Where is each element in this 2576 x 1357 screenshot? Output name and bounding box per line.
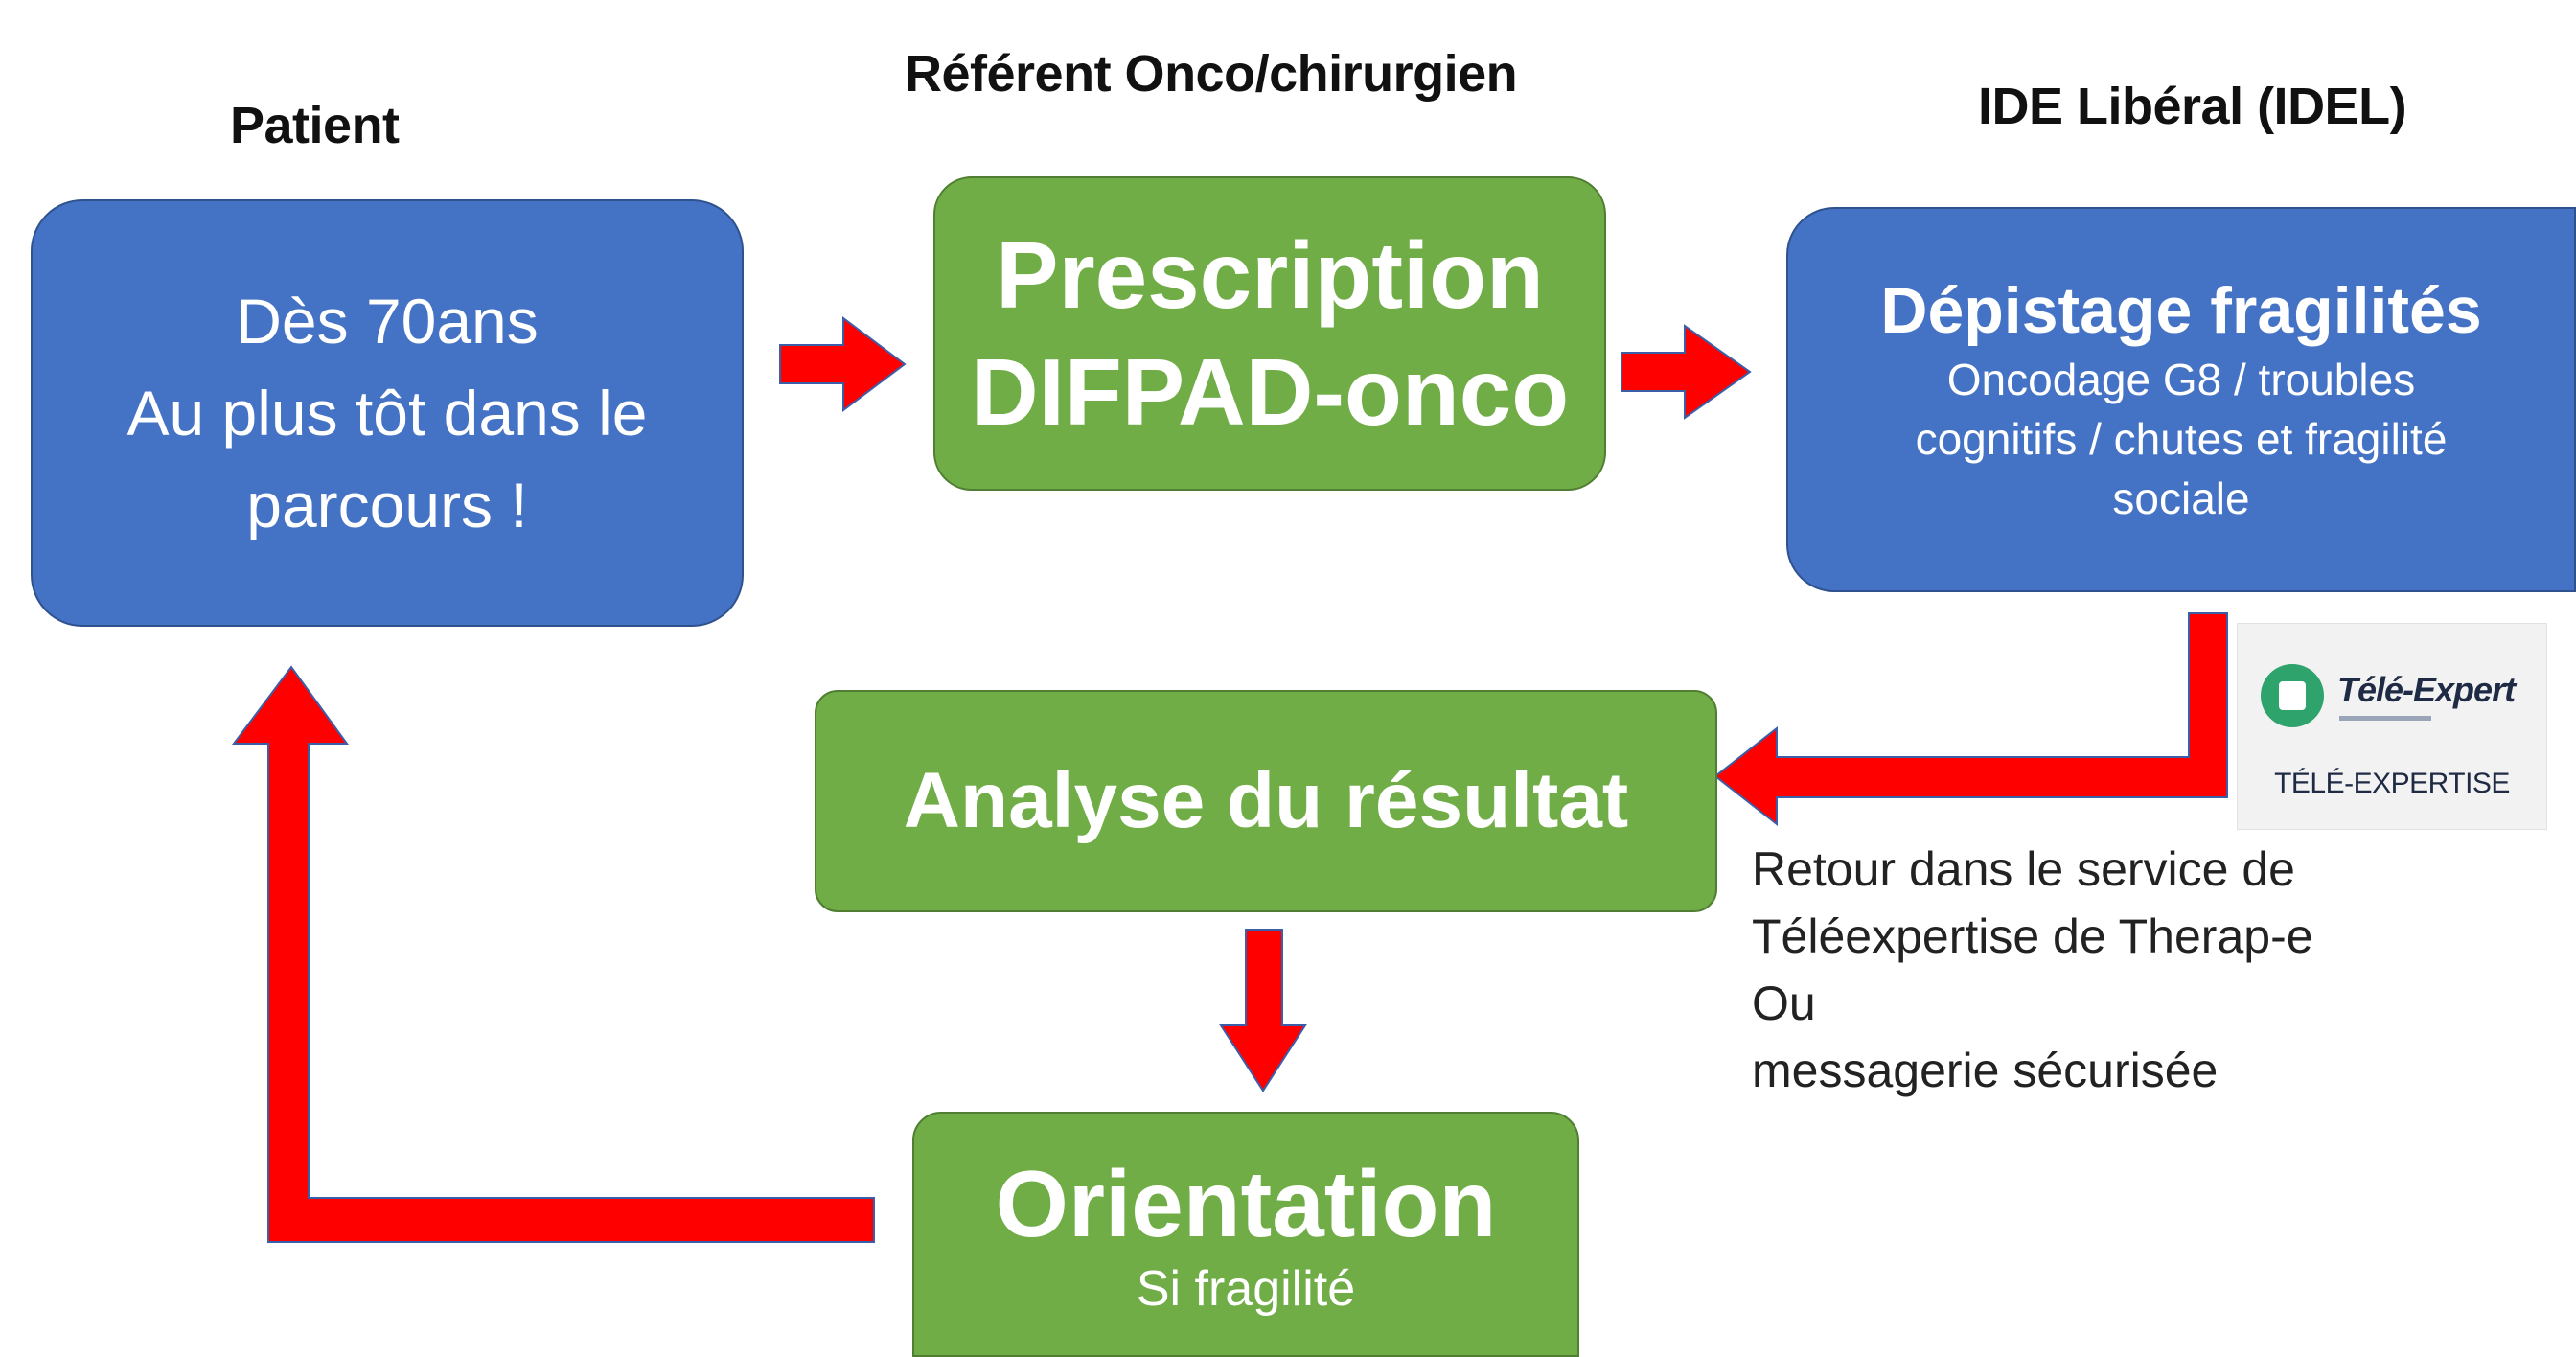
arrow-depistage-to-analyse (1714, 612, 2228, 827)
column-label-referent: Référent Onco/chirurgien (905, 45, 1518, 103)
orientation-box: Orientation Si fragilité (912, 1112, 1579, 1357)
orientation-title: Orientation (995, 1151, 1497, 1256)
depistage-line-3: sociale (2112, 473, 2250, 523)
tele-expert-name: Télé-Expert (2337, 670, 2516, 709)
orientation-subtitle: Si fragilité (1136, 1261, 1356, 1317)
analyse-title: Analyse du résultat (903, 757, 1629, 844)
depistage-box: Dépistage fragilités Oncodage G8 / troub… (1786, 207, 2576, 592)
prescription-box: Prescription DIFPAD-onco (933, 176, 1606, 491)
return-note: Retour dans le service de Téléexpertise … (1752, 836, 2313, 1104)
prescription-line-2: DIFPAD-onco (970, 339, 1570, 445)
return-note-line-3: Ou (1752, 977, 1816, 1030)
column-label-ide: IDE Libéral (IDEL) (1978, 78, 2407, 135)
arrow-patient-to-prescription (779, 316, 907, 412)
depistage-line-2: cognitifs / chutes et fragilité (1915, 414, 2448, 464)
arrow-prescription-to-depistage (1621, 324, 1752, 420)
analyse-box: Analyse du résultat (815, 690, 1717, 912)
column-label-patient: Patient (230, 97, 400, 154)
patient-box-line-1: Dès 70ans (236, 286, 539, 356)
arrow-analyse-to-orientation (1219, 929, 1307, 1092)
patient-box-line-3: parcours ! (246, 470, 528, 540)
prescription-line-1: Prescription (996, 222, 1544, 328)
patient-box-line-2: Au plus tôt dans le (126, 378, 648, 448)
tele-expert-logo: Télé-Expert TÉLÉ-EXPERTISE (2237, 623, 2547, 830)
depistage-line-1: Oncodage G8 / troubles (1946, 355, 2416, 404)
tele-expert-icon (2261, 664, 2324, 727)
return-note-line-4: messagerie sécurisée (1752, 1044, 2219, 1097)
return-note-line-2: Téléexpertise de Therap-e (1752, 909, 2313, 963)
return-note-line-1: Retour dans le service de (1752, 842, 2295, 896)
tele-expert-tagline-mark (2339, 716, 2431, 721)
depistage-title: Dépistage fragilités (1880, 274, 2482, 347)
patient-box: Dès 70ans Au plus tôt dans le parcours ! (31, 199, 744, 627)
arrow-orientation-to-patient (232, 665, 875, 1243)
tele-expert-caption: TÉLÉ-EXPERTISE (2274, 768, 2510, 799)
